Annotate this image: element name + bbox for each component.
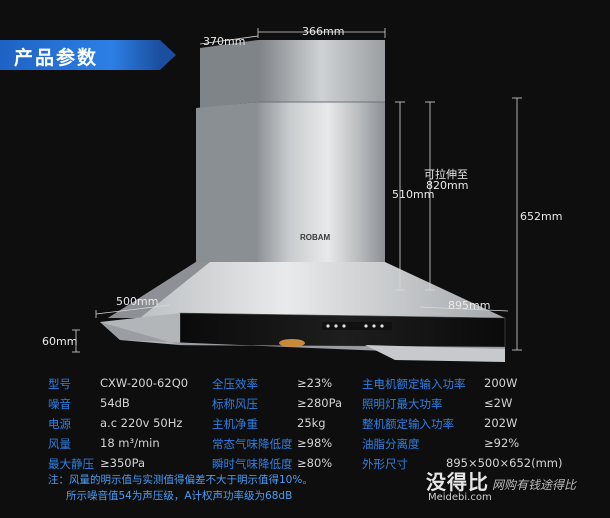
spec-label: 主机净重	[212, 417, 258, 431]
spec-label: 型号	[48, 377, 71, 391]
spec-label: 常态气味降低度	[212, 437, 293, 451]
dim-top-depth: 370mm	[203, 35, 246, 48]
oil-cup	[279, 339, 305, 347]
section-title: 产品参数	[14, 47, 99, 69]
spec-row: 风量 18 m³/min 常态气味降低度 ≥98% 油脂分离度 ≥92%	[0, 436, 610, 456]
chimney-lower-front	[258, 102, 385, 262]
dim-body-depth: 500mm	[116, 295, 159, 308]
watermark-logo: 没得比 Meidebi.com	[418, 466, 498, 506]
spec-value: ≥350Pa	[100, 456, 146, 470]
canopy-shadow	[108, 262, 210, 318]
spec-label: 主电机额定输入功率	[362, 377, 466, 391]
watermark-name: 没得比	[426, 470, 489, 494]
spec-label: 瞬时气味降低度	[212, 457, 293, 471]
spec-value: 200W	[484, 376, 518, 390]
dim-chimney-height: 510mm	[392, 188, 435, 201]
spec-value: ≥98%	[297, 436, 333, 450]
spec-label: 外形尺寸	[362, 457, 408, 471]
spec-value: ≥80%	[297, 456, 333, 470]
chimney-upper-side	[200, 40, 258, 108]
spec-row: 型号 CXW-200-62Q0 全压效率 ≥23% 主电机额定输入功率 200W	[0, 376, 610, 396]
spec-value: 25kg	[297, 416, 326, 430]
chimney-upper-front	[258, 40, 385, 102]
spec-value: ≥280Pa	[297, 396, 343, 410]
chimney-lower-side	[196, 102, 258, 262]
dim-top-width: 366mm	[302, 25, 345, 38]
spec-label: 噪音	[48, 397, 71, 411]
spec-value: 202W	[484, 416, 518, 430]
spec-row: 噪音 54dB 标称风压 ≥280Pa 照明灯最大功率 ≤2W	[0, 396, 610, 416]
spec-label: 油脂分离度	[362, 437, 420, 451]
note-line-1: 注：风量的明示值与实测值得偏差不大于明示值得10%。	[48, 474, 313, 486]
spec-value: a.c 220v 50Hz	[100, 416, 183, 430]
note-line-2: 所示噪音值54为声压级，A计权声功率级为68dB	[66, 490, 293, 502]
dim-telescope-label: 可拉伸至	[424, 168, 468, 181]
spec-label: 照明灯最大功率	[362, 397, 443, 411]
spec-value: ≤2W	[484, 396, 513, 410]
spec-label: 最大静压	[48, 457, 94, 471]
dim-panel-height: 60mm	[42, 335, 78, 348]
brand-logo: ROBAM	[300, 233, 331, 242]
spec-value: ≥92%	[484, 436, 520, 450]
spec-label: 电源	[48, 417, 71, 431]
tray-right	[365, 345, 505, 362]
spec-value: CXW-200-62Q0	[100, 376, 189, 390]
spec-value: ≥23%	[297, 376, 333, 390]
watermark-slogan: 网购有钱途得比	[492, 478, 577, 492]
range-hood-illustration: ROBAM	[72, 28, 522, 362]
spec-value: 895×500×652(mm)	[446, 456, 563, 470]
dim-body-width: 895mm	[448, 299, 491, 312]
dim-total-height: 652mm	[520, 210, 563, 223]
spec-label: 整机额定输入功率	[362, 417, 454, 431]
spec-value: 18 m³/min	[100, 436, 160, 450]
section-title-bar: 产品参数	[0, 40, 176, 70]
spec-label: 全压效率	[212, 377, 258, 391]
spec-value: 54dB	[100, 396, 130, 410]
dim-telescope-value: 820mm	[426, 179, 469, 192]
spec-label: 风量	[48, 437, 71, 451]
watermark-domain: Meidebi.com	[428, 492, 492, 503]
control-buttons	[322, 322, 392, 330]
spec-row: 最大静压 ≥350Pa 瞬时气味降低度 ≥80% 外形尺寸 895×500×65…	[0, 456, 610, 476]
canopy-top	[108, 262, 505, 318]
spec-label: 标称风压	[212, 397, 258, 411]
spec-row: 电源 a.c 220v 50Hz 主机净重 25kg 整机额定输入功率 202W	[0, 416, 610, 436]
